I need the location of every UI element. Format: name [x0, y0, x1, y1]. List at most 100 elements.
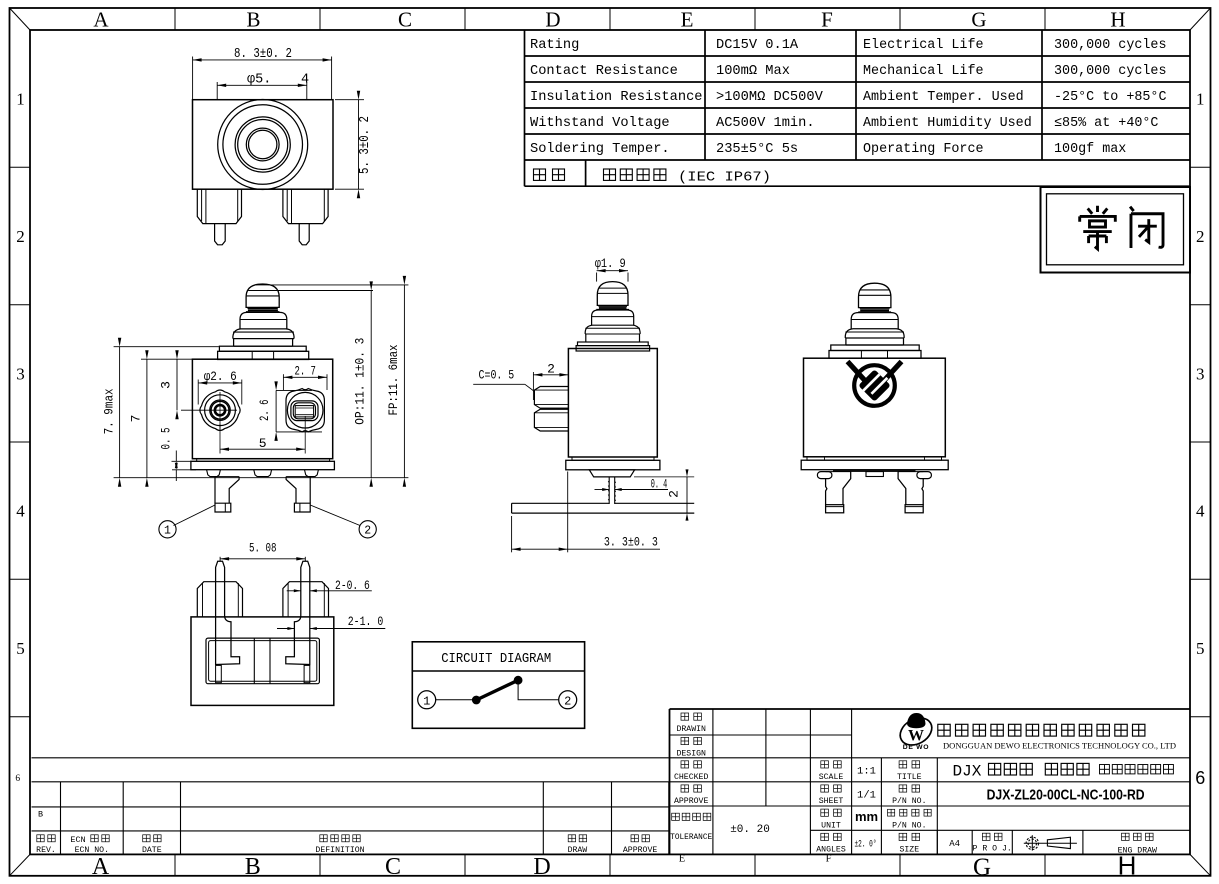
svg-text:3: 3: [1196, 364, 1205, 383]
svg-text:4: 4: [1196, 502, 1205, 521]
svg-text:DRAWIN: DRAWIN: [676, 725, 706, 734]
svg-text:2. 7: 2. 7: [294, 364, 316, 379]
svg-text:2. 6: 2. 6: [257, 399, 272, 421]
svg-text:H: H: [1118, 851, 1137, 881]
svg-text:±0. 20: ±0. 20: [730, 824, 770, 836]
svg-text:DJX-ZL20-00CL-NC-100-RD: DJX-ZL20-00CL-NC-100-RD: [987, 786, 1145, 803]
svg-text:SHEET: SHEET: [819, 797, 844, 806]
svg-text:≤85% at +40°C: ≤85% at +40°C: [1054, 116, 1158, 131]
svg-text:8. 3±0. 2: 8. 3±0. 2: [234, 47, 292, 62]
svg-text:Ambient Humidity Used: Ambient Humidity Used: [863, 116, 1032, 131]
svg-text:5: 5: [1196, 639, 1205, 658]
svg-text:D: D: [545, 8, 560, 32]
svg-text:7. 9max: 7. 9max: [101, 388, 116, 434]
svg-text:Operating Force: Operating Force: [863, 142, 984, 157]
svg-text:DC15V 0.1A: DC15V 0.1A: [716, 38, 799, 53]
svg-text:±2. 0°: ±2. 0°: [855, 839, 877, 851]
svg-text:3. 3±0. 3: 3. 3±0. 3: [604, 534, 658, 549]
svg-text:A: A: [92, 854, 110, 880]
svg-text:C: C: [398, 8, 412, 32]
svg-text:E: E: [679, 854, 685, 865]
svg-text:100mΩ Max: 100mΩ Max: [716, 64, 790, 79]
svg-text:P R O J.: P R O J.: [973, 845, 1012, 854]
svg-text:FP:11. 6max: FP:11. 6max: [386, 344, 401, 415]
svg-text:φ5.: φ5.: [247, 73, 271, 88]
svg-text:1: 1: [16, 90, 25, 109]
svg-text:Insulation Resistance: Insulation Resistance: [530, 90, 703, 105]
svg-text:DATE: DATE: [142, 846, 162, 855]
svg-text:Withstand Voltage: Withstand Voltage: [530, 116, 670, 131]
svg-text:ECN NO.: ECN NO.: [75, 846, 109, 855]
svg-text:>100MΩ DC500V: >100MΩ DC500V: [716, 90, 824, 105]
svg-text:4: 4: [301, 73, 309, 88]
svg-text:3: 3: [159, 381, 174, 389]
svg-text:CHECKED: CHECKED: [674, 773, 708, 782]
svg-text:mm: mm: [855, 809, 878, 824]
svg-text:2: 2: [364, 524, 371, 537]
svg-text:Mechanical Life: Mechanical Life: [863, 64, 984, 79]
svg-text:H: H: [1110, 8, 1125, 32]
svg-text:5. 08: 5. 08: [249, 541, 277, 556]
svg-text:P/N NO.: P/N NO.: [892, 820, 926, 830]
svg-text:6: 6: [1195, 768, 1205, 788]
svg-text:235±5°C 5s: 235±5°C 5s: [716, 142, 798, 157]
svg-text:6: 6: [15, 774, 20, 784]
svg-text:B: B: [38, 810, 43, 820]
svg-text:(IEC IP67): (IEC IP67): [678, 171, 771, 186]
svg-text:B: B: [246, 8, 260, 32]
svg-text:φ1. 9: φ1. 9: [595, 256, 626, 271]
svg-text:SIZE: SIZE: [899, 846, 919, 855]
svg-text:F: F: [826, 854, 832, 865]
svg-text:1: 1: [164, 524, 171, 537]
svg-text:3: 3: [16, 364, 25, 383]
svg-text:1: 1: [423, 694, 430, 708]
svg-text:W: W: [908, 728, 924, 745]
svg-text:1/1: 1/1: [857, 790, 876, 802]
svg-text:Electrical Life: Electrical Life: [863, 38, 984, 53]
svg-text:TITLE: TITLE: [897, 773, 922, 782]
svg-text:2: 2: [667, 490, 682, 498]
svg-text:300,000 cycles: 300,000 cycles: [1054, 64, 1167, 79]
svg-text:2: 2: [547, 362, 555, 377]
svg-text:1:1: 1:1: [857, 766, 876, 778]
svg-text:Ambient Temper. Used: Ambient Temper. Used: [863, 90, 1024, 105]
svg-text:Rating: Rating: [530, 38, 579, 53]
svg-text:4: 4: [16, 502, 25, 521]
svg-text:APPROVE: APPROVE: [623, 846, 657, 855]
svg-text:D: D: [533, 854, 550, 880]
svg-text:AC500V 1min.: AC500V 1min.: [716, 116, 815, 131]
svg-text:DE WO: DE WO: [903, 744, 930, 751]
svg-text:OP:11. 1±0. 3: OP:11. 1±0. 3: [352, 338, 367, 425]
svg-text:Contact Resistance: Contact Resistance: [530, 64, 678, 79]
svg-text:5. 3±0. 2: 5. 3±0. 2: [358, 116, 373, 174]
svg-text:APPROVE: APPROVE: [674, 797, 708, 806]
svg-text:Soldering Temper.: Soldering Temper.: [530, 142, 670, 157]
svg-text:5: 5: [259, 436, 267, 451]
svg-text:-25°C to +85°C: -25°C to +85°C: [1054, 90, 1167, 105]
svg-text:C: C: [385, 854, 401, 880]
svg-text:2: 2: [564, 694, 571, 708]
svg-text:TOLERANCE: TOLERANCE: [670, 833, 712, 842]
svg-text:DJX: DJX: [953, 763, 982, 781]
svg-text:2-0. 6: 2-0. 6: [335, 578, 370, 593]
svg-text:CIRCUIT DIAGRAM: CIRCUIT DIAGRAM: [441, 651, 551, 667]
svg-text:7: 7: [129, 414, 144, 422]
svg-text:A4: A4: [949, 839, 960, 849]
svg-text:E: E: [681, 8, 694, 32]
svg-text:P/N NO.: P/N NO.: [892, 796, 926, 806]
svg-text:DRAW: DRAW: [568, 846, 588, 855]
svg-text:C=0. 5: C=0. 5: [479, 368, 515, 383]
svg-text:ENG DRAW: ENG DRAW: [1118, 847, 1157, 856]
svg-text:DESIGN: DESIGN: [676, 750, 706, 759]
svg-text:B: B: [245, 854, 261, 880]
svg-text:SCALE: SCALE: [819, 773, 844, 782]
svg-text:2: 2: [1196, 227, 1205, 246]
svg-text:G: G: [973, 854, 991, 881]
svg-text:100gf max: 100gf max: [1054, 142, 1126, 157]
svg-text:ECN: ECN: [70, 835, 85, 845]
svg-text:DONGGUAN DEWO ELECTRONICS TECH: DONGGUAN DEWO ELECTRONICS TECHNOLOGY CO.…: [943, 742, 1176, 751]
svg-text:5: 5: [16, 639, 25, 658]
svg-text:0. 4: 0. 4: [651, 476, 668, 491]
svg-text:1: 1: [1196, 90, 1205, 109]
svg-text:G: G: [971, 8, 986, 32]
